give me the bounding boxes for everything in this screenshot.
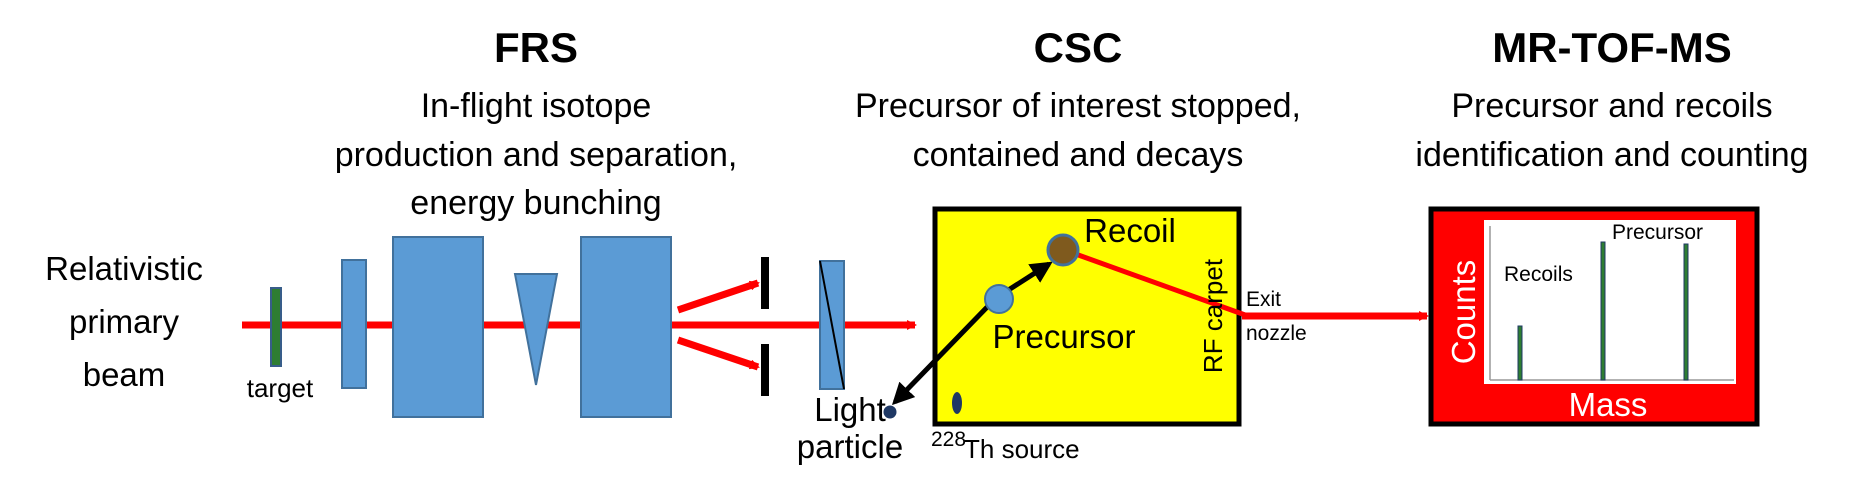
th-source-superscript: 228	[931, 428, 966, 451]
frs-dipole-1	[392, 236, 484, 418]
target-foil	[270, 287, 282, 367]
spectrum-plot-area	[1484, 220, 1736, 384]
exit-nozzle-label-line1: Exit	[1246, 288, 1281, 311]
spectrum-xlabel: Mass	[1569, 386, 1648, 423]
recoils-peak-label: Recoils	[1504, 263, 1573, 286]
target-label: target	[247, 373, 314, 403]
spectrum-peak-2	[1600, 241, 1606, 381]
csc-desc-line2: contained and decays	[913, 136, 1244, 174]
spectrum-peak-1	[1517, 325, 1523, 381]
exit-nozzle-label-line2: nozzle	[1246, 322, 1307, 345]
light-particle-label-line1: Light	[814, 391, 886, 428]
deflected-beam-lower	[676, 336, 760, 371]
recoil-dot	[1046, 233, 1080, 267]
beam-label-line2: primary	[69, 303, 180, 340]
precursor-dot	[984, 284, 1014, 314]
deflected-beam-upper	[676, 279, 760, 314]
spectrum-ylabel: Counts	[1445, 260, 1482, 365]
light-particle-label-line2: particle	[797, 428, 903, 465]
frs-desc-line3: energy bunching	[410, 184, 661, 222]
light-particle-dot	[882, 404, 898, 420]
frs-title: FRS	[494, 24, 578, 71]
precursor-peak-label: Precursor	[1612, 221, 1703, 244]
frs-element-1	[341, 259, 367, 389]
frs-desc-line2: production and separation,	[335, 136, 738, 174]
frs-degrader-wedge	[513, 273, 559, 386]
buncher-diagonal	[819, 260, 845, 390]
mrtof-desc-line1: Precursor and recoils	[1451, 87, 1772, 125]
spectrum-peak-3	[1683, 243, 1689, 381]
beam-label-line1: Relativistic	[45, 250, 203, 287]
precursor-label: Precursor	[992, 318, 1135, 355]
beam-label-line3: beam	[83, 356, 166, 393]
slit-lower	[761, 344, 769, 396]
light-particle-arrow	[891, 299, 995, 406]
mrtof-title: MR-TOF-MS	[1492, 24, 1732, 71]
th-source-label: Th source	[964, 434, 1080, 464]
recoil-label: Recoil	[1084, 212, 1176, 249]
csc-title: CSC	[1034, 24, 1123, 71]
frs-dipole-2	[580, 236, 672, 418]
frs-desc-line1: In-flight isotope	[421, 87, 652, 125]
th-source-dot	[952, 392, 962, 414]
csc-desc-line1: Precursor of interest stopped,	[855, 87, 1301, 125]
csc-box	[932, 206, 1242, 427]
recoil-extraction-path	[1069, 249, 1249, 319]
rf-carpet-label: RF carpet	[1198, 258, 1228, 373]
slit-upper	[761, 257, 769, 309]
mrtof-desc-line2: identification and counting	[1415, 136, 1808, 174]
